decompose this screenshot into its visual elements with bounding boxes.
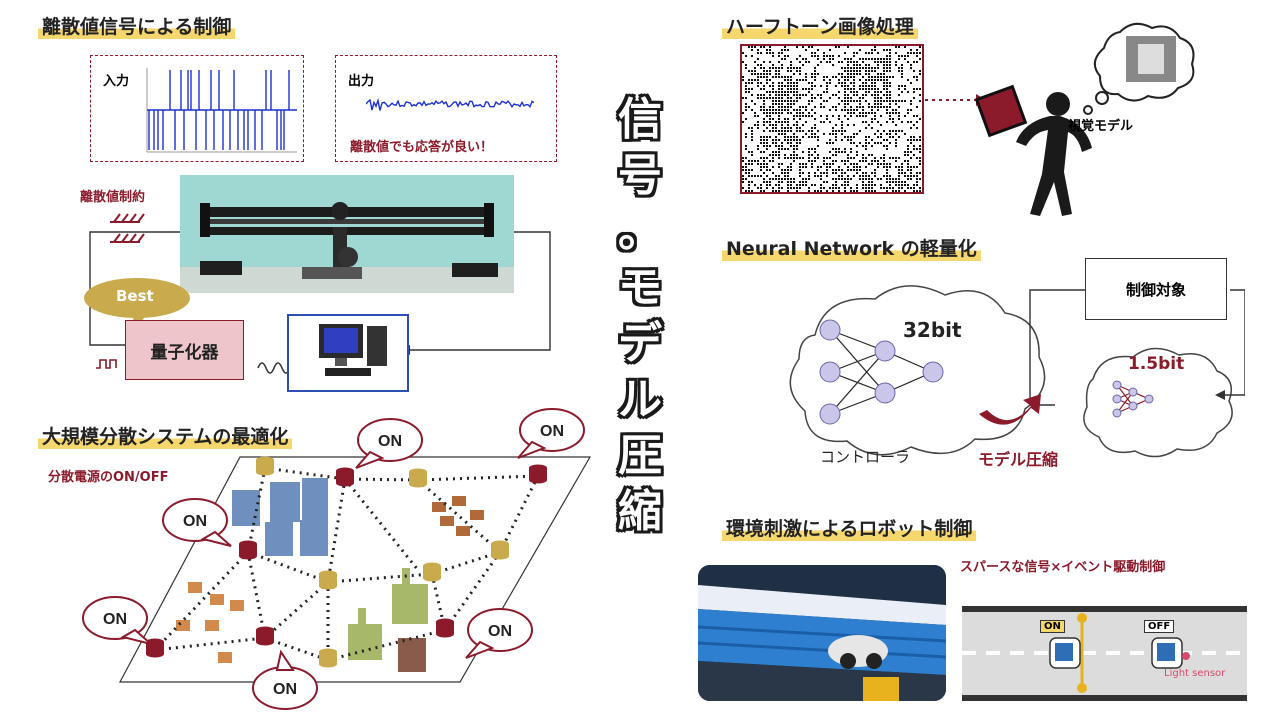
best-label: Best <box>116 287 154 305</box>
feedback-loop <box>89 213 551 374</box>
controller-label: コントローラ <box>820 448 911 466</box>
center-title-char: 信 <box>618 94 662 145</box>
office-buildings <box>232 478 328 556</box>
houses-left <box>176 582 244 663</box>
output-label: 出力 <box>348 74 375 89</box>
light-sensor-label: Light sensor <box>1164 668 1226 679</box>
nn-node <box>1128 401 1138 411</box>
nn-node <box>819 403 841 425</box>
nn-node <box>874 340 896 362</box>
visual-model-label: 視覚モデル <box>1068 119 1134 134</box>
nn-section-title: Neural Network の軽量化 <box>722 234 981 261</box>
on-bubble: ON <box>252 649 318 710</box>
visual-model-illustration <box>925 22 1195 216</box>
output-note: 離散値でも応答が良い！ <box>350 140 494 155</box>
power-node <box>146 638 164 658</box>
power-nodes <box>146 456 547 668</box>
control-target-box: 制御対象 <box>1085 258 1227 320</box>
constraint-label: 離散値制約 <box>80 190 146 205</box>
on-bubble-label: ON <box>273 681 297 698</box>
robot-subtitle: スパースな信号×イベント駆動制御 <box>960 560 1166 575</box>
center-title-char: 縮 <box>618 486 662 537</box>
on-bubble: ON <box>82 596 152 645</box>
center-title-char: モ <box>618 262 662 313</box>
power-node <box>256 456 274 476</box>
nn-node <box>874 382 896 404</box>
computer-box <box>287 314 409 392</box>
nn-node <box>1112 394 1122 404</box>
power-node <box>239 540 257 560</box>
robot-photo-illustration <box>698 565 946 701</box>
nn-bits-small: 1.5bit <box>1128 354 1185 374</box>
on-bubble-label: ON <box>488 623 512 640</box>
computer-icon <box>319 324 387 376</box>
on-bubble: ON <box>517 408 585 459</box>
factories <box>348 568 428 672</box>
distributed-subtitle: 分散電源のON/OFF <box>48 470 169 485</box>
power-node <box>409 468 427 488</box>
power-node <box>256 626 274 646</box>
nn-node <box>819 319 841 341</box>
power-node <box>491 540 509 560</box>
input-signal-plot <box>146 68 297 153</box>
on-bubble-label: ON <box>378 433 402 450</box>
discrete-section-title: 離散値信号による制御 <box>38 12 236 39</box>
plant-illustration <box>180 202 514 293</box>
center-title-char: ル <box>618 374 662 425</box>
on-bubble-label: ON <box>183 513 207 530</box>
nn-node <box>1144 394 1154 404</box>
power-node <box>436 618 454 638</box>
quantizer-box: 量子化器 <box>125 320 244 380</box>
distributed-section-title: 大規模分散システムの最適化 <box>38 422 293 449</box>
robot-on-tag: ON <box>1040 620 1065 633</box>
control-target-label: 制御対象 <box>1125 280 1186 299</box>
on-bubble-label: ON <box>103 611 127 628</box>
halftone-section-title: ハーフトーン画像処理 <box>722 12 918 39</box>
power-node <box>529 464 547 484</box>
input-signal-panel: 入力 <box>90 55 304 162</box>
quantizer-label: 量子化器 <box>150 342 219 363</box>
center-title-char: デ <box>618 318 662 369</box>
robot-photo <box>698 565 946 701</box>
on-bubble: ON <box>162 498 232 547</box>
halftone-dots <box>742 46 921 192</box>
output-signal-panel: 出力 離散値でも応答が良い！ <box>335 55 557 162</box>
power-node <box>319 570 337 590</box>
nn-diagram <box>789 285 1245 458</box>
robot-track <box>962 613 1247 693</box>
on-bubble-label: ON <box>540 423 564 440</box>
center-title-char: 号 <box>618 150 662 201</box>
nn-node <box>1112 380 1122 390</box>
on-bubble: ON <box>465 608 533 659</box>
plant-photo <box>180 175 514 293</box>
nn-node <box>819 361 841 383</box>
power-node <box>319 648 337 668</box>
output-signal-plot <box>366 97 535 111</box>
halftone-image <box>740 44 924 194</box>
center-title-char: 圧 <box>618 430 662 481</box>
nn-node <box>1112 408 1122 418</box>
robot-track-diagram <box>962 606 1247 701</box>
power-node <box>423 562 441 582</box>
power-node <box>336 467 354 487</box>
nn-node <box>1128 387 1138 397</box>
nn-node <box>922 361 944 383</box>
compress-label: モデル圧縮 <box>978 450 1059 469</box>
nn-bits-large: 32bit <box>903 318 962 342</box>
houses-right <box>432 496 484 536</box>
robot-off-tag: OFF <box>1144 620 1175 633</box>
input-label: 入力 <box>103 74 130 89</box>
robot-section-title: 環境刺激によるロボット制御 <box>722 514 977 541</box>
distributed-network: ON ON ON ON ON ON <box>82 408 592 710</box>
on-bubble: ON <box>355 418 423 469</box>
center-vertical-title: 信 号 。 モ デ ル 圧 縮 <box>610 92 670 540</box>
center-title-char: 。 <box>618 206 662 257</box>
